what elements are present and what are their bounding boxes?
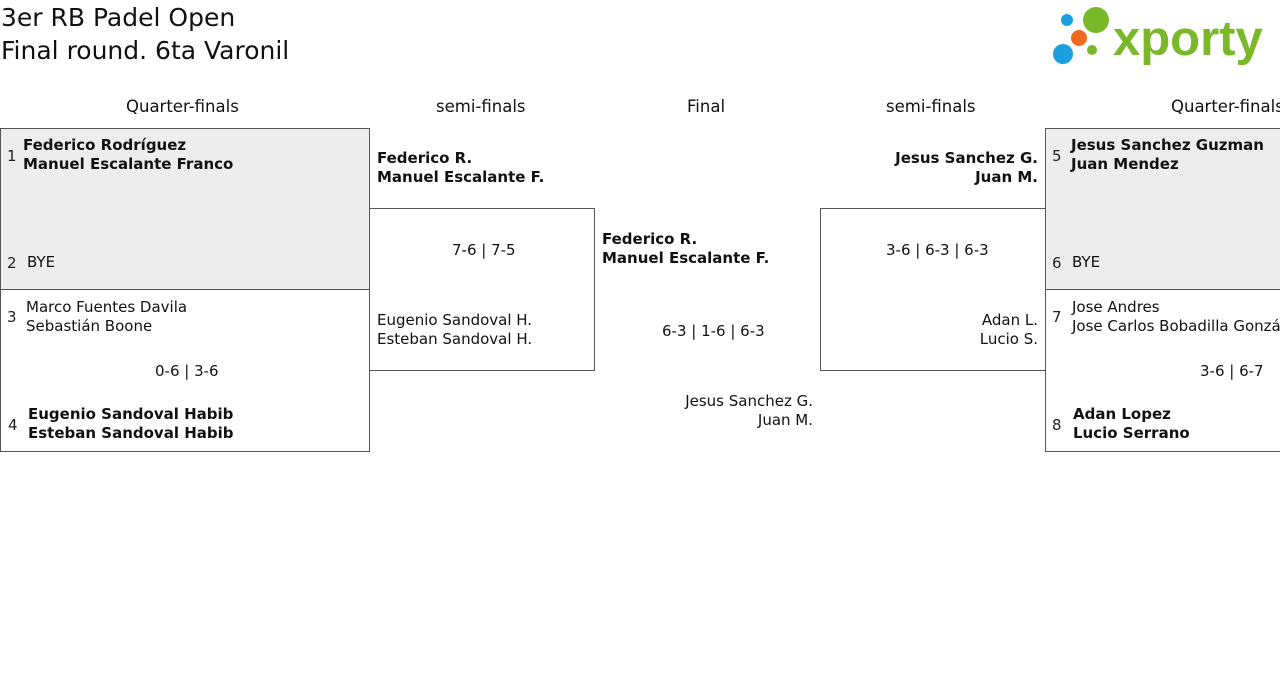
right-qf-match-2-score: 3-6 | 6-7 [1200, 362, 1264, 380]
right-sf-team-a-player-1[interactable]: Jesus Sanchez G. [895, 149, 1038, 167]
right-sf-team-b-player-1[interactable]: Adan L. [981, 311, 1038, 329]
left-sf-team-a-player-1[interactable]: Federico R. [377, 149, 473, 167]
team-5-player-2[interactable]: Juan Mendez [1071, 155, 1179, 173]
team-5-player-1[interactable]: Jesus Sanchez Guzman [1071, 136, 1264, 154]
seed-8: 8 [1052, 416, 1062, 434]
seed-5: 5 [1052, 147, 1062, 165]
final-team-a-player-1[interactable]: Federico R. [602, 230, 698, 248]
bracket-subtitle: Final round. 6ta Varonil [1, 36, 290, 65]
seed-4: 4 [8, 416, 18, 434]
round-label-right-quarterfinals: Quarter-finals [1171, 97, 1280, 116]
team-4-player-1[interactable]: Eugenio Sandoval Habib [28, 405, 234, 423]
left-sf-team-b-player-1[interactable]: Eugenio Sandoval H. [377, 311, 533, 329]
team-7-player-1[interactable]: Jose Andres [1072, 298, 1160, 316]
team-2-bye: BYE [27, 253, 56, 271]
team-3-player-2[interactable]: Sebastián Boone [26, 317, 153, 335]
round-label-left-quarterfinals: Quarter-finals [126, 97, 239, 116]
left-sf-team-b-player-2[interactable]: Esteban Sandoval H. [377, 330, 533, 348]
logo-dot-orange [1071, 30, 1087, 46]
seed-6: 6 [1052, 254, 1062, 272]
right-sf-team-b-player-2[interactable]: Lucio S. [979, 330, 1038, 348]
team-4-player-2[interactable]: Esteban Sandoval Habib [28, 424, 234, 442]
logo-dot-green [1083, 7, 1109, 33]
right-semifinal-box [820, 208, 1046, 371]
left-qf-match-1[interactable] [1, 129, 369, 289]
left-qf-match-2-score: 0-6 | 3-6 [155, 362, 219, 380]
right-quarterfinals-box [1045, 128, 1280, 452]
logo-wordmark: xporty [1113, 12, 1263, 66]
final-team-b-player-2[interactable]: Juan M. [757, 411, 813, 429]
right-qf-match-2[interactable]: 7 Jose Andres Jose Carlos Bobadilla Gonz… [1046, 290, 1280, 451]
round-label-final: Final [687, 97, 726, 116]
team-1-player-2[interactable]: Manuel Escalante Franco [23, 155, 234, 173]
seed-1: 1 [7, 147, 17, 165]
final-team-b-player-1[interactable]: Jesus Sanchez G. [685, 392, 813, 410]
left-sf-team-a-player-2[interactable]: Manuel Escalante F. [377, 168, 545, 186]
left-qf-divider [1, 289, 369, 290]
team-8-player-1[interactable]: Adan Lopez [1073, 405, 1171, 423]
seed-3: 3 [7, 308, 17, 326]
logo-dot-blue-large [1053, 44, 1073, 64]
right-sf-team-a-player-2[interactable]: Juan M. [975, 168, 1038, 186]
right-qf-divider [1046, 289, 1280, 290]
seed-7: 7 [1052, 308, 1062, 326]
xporty-logo-mark: xporty [1053, 7, 1263, 66]
right-qf-match-1[interactable] [1046, 129, 1280, 289]
team-1-player-1[interactable]: Federico Rodríguez [23, 136, 187, 154]
round-label-left-semifinals: semi-finals [436, 97, 526, 116]
seed-2: 2 [7, 254, 17, 272]
team-6-bye: BYE [1072, 253, 1101, 271]
team-8-player-2[interactable]: Lucio Serrano [1073, 424, 1190, 442]
logo-dot-green-small [1087, 45, 1097, 55]
logo-dot-blue-small [1061, 14, 1073, 26]
final-team-a-player-2[interactable]: Manuel Escalante F. [602, 249, 770, 267]
team-7-player-2[interactable]: Jose Carlos Bobadilla González [1072, 317, 1280, 335]
left-quarterfinals-box [0, 128, 370, 452]
tournament-title: 3er RB Padel Open [1, 3, 236, 32]
xporty-logo[interactable]: xporty [1050, 4, 1280, 68]
left-semifinal-box [369, 208, 595, 371]
right-sf-score: 3-6 | 6-3 | 6-3 [886, 241, 989, 259]
final-score: 6-3 | 1-6 | 6-3 [662, 322, 765, 340]
left-sf-score: 7-6 | 7-5 [452, 241, 516, 259]
team-3-player-1[interactable]: Marco Fuentes Davila [26, 298, 188, 316]
round-label-right-semifinals: semi-finals [886, 97, 976, 116]
